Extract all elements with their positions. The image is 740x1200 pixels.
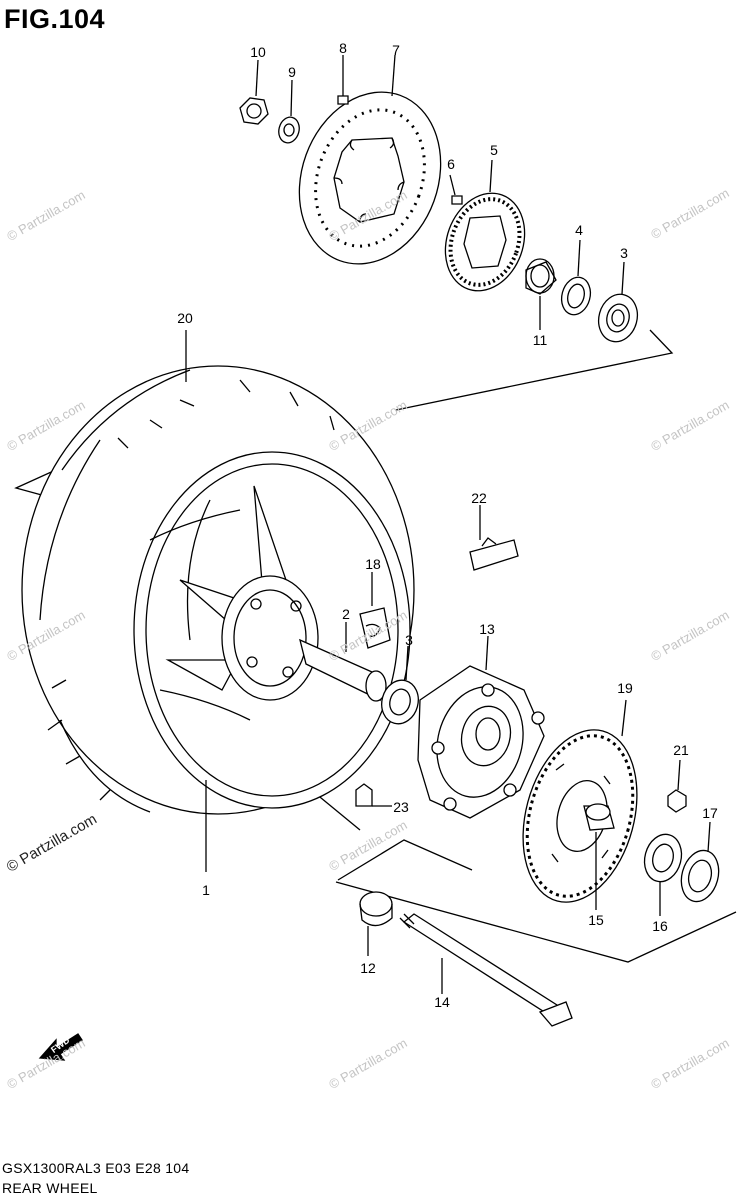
callout-3-lower: 3 xyxy=(405,632,413,648)
callout-3-upper: 3 xyxy=(620,245,628,261)
callout-17: 17 xyxy=(702,805,718,821)
callout-4: 4 xyxy=(575,222,583,238)
callout-18: 18 xyxy=(365,556,381,572)
rear-bearing xyxy=(643,833,683,916)
callout-2: 2 xyxy=(342,606,350,622)
callout-13: 12 xyxy=(360,960,376,976)
callout-16: 16 xyxy=(652,918,668,934)
drum-spacer xyxy=(583,803,615,910)
sprocket-mounting-drum xyxy=(417,635,545,819)
figure-title: FIG.104 xyxy=(4,4,106,34)
callout-7: 7 xyxy=(392,42,400,58)
model-code: GSX1300RAL3 E03 E28 104 xyxy=(2,1160,190,1176)
callout-20: 21 xyxy=(673,742,689,758)
callout-5: 5 xyxy=(490,142,498,158)
callout-21: 20 xyxy=(177,310,193,326)
callout-22: 23 xyxy=(393,799,409,815)
callout-23: 22 xyxy=(471,490,487,506)
callout-6: 6 xyxy=(447,156,455,172)
brake-disc xyxy=(298,91,442,265)
callout-19: 19 xyxy=(617,680,633,696)
damper xyxy=(359,572,391,649)
valve xyxy=(355,783,392,807)
balancer-weight xyxy=(469,505,519,571)
sprocket-nut xyxy=(667,759,687,813)
lower-bearing xyxy=(381,645,419,725)
rotor-screw xyxy=(449,174,463,205)
sensor-rotor xyxy=(444,159,526,292)
callout-8: 8 xyxy=(339,40,347,56)
washer xyxy=(278,79,300,144)
callout-9: 14 xyxy=(434,994,450,1010)
section-name: REAR WHEEL xyxy=(2,1180,98,1196)
sprocket xyxy=(522,699,638,903)
upper-bearing xyxy=(597,261,639,343)
axle-nut xyxy=(239,59,269,125)
axle xyxy=(399,913,573,1027)
callout-1: 1 xyxy=(202,882,210,898)
callout-10: 9 xyxy=(288,64,296,80)
hub-spacer xyxy=(299,622,387,702)
lower-spacer xyxy=(359,891,393,956)
rear-oil-seal xyxy=(680,821,720,903)
leader-7 xyxy=(391,54,396,97)
callout-15: 15 xyxy=(588,912,604,928)
fwd-arrow-icon xyxy=(38,1033,83,1061)
upper-spacer xyxy=(525,258,557,330)
upper-oil-seal xyxy=(560,239,592,316)
assembly-line-upper xyxy=(395,329,674,411)
callout-14: 13 xyxy=(479,621,495,637)
callout-12: 11 xyxy=(532,332,548,348)
wheel xyxy=(133,451,411,872)
callout-11: 10 xyxy=(250,44,266,60)
disc-bolt xyxy=(337,55,349,105)
assembly-line-lower xyxy=(335,839,737,963)
